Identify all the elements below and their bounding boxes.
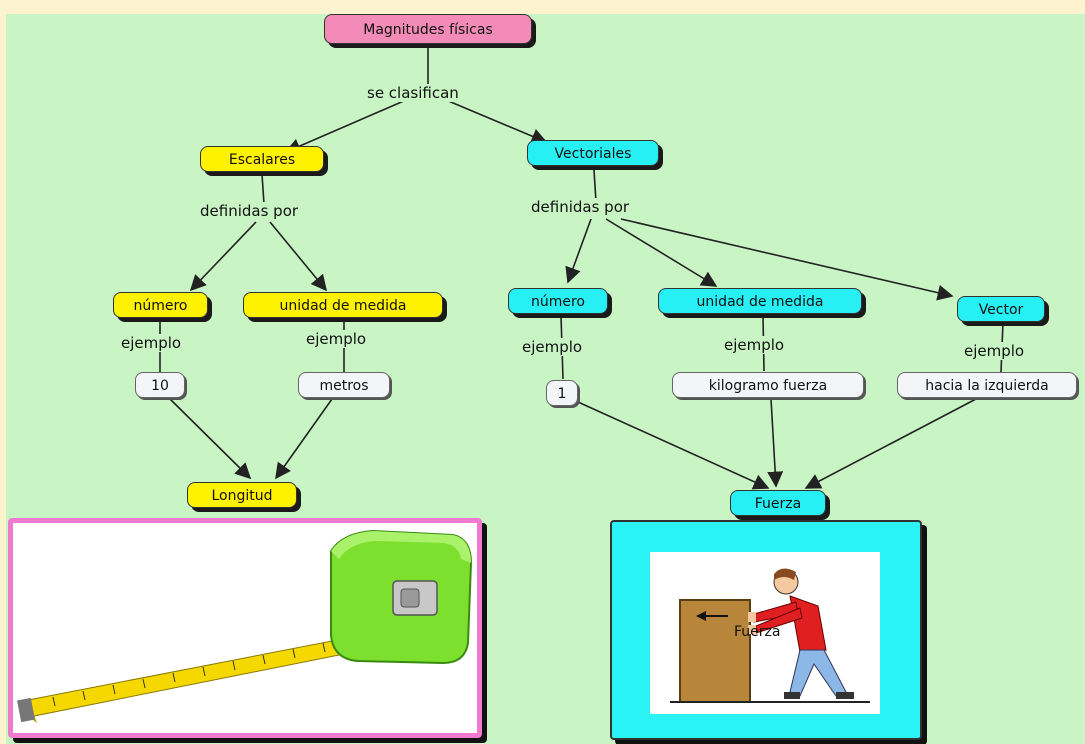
link-label-definidas-vectoriales: definidas por xyxy=(529,198,632,216)
link-label-se-clasifican: se clasifican xyxy=(365,84,461,102)
push-force-label: Fuerza xyxy=(734,624,781,640)
push-box-illustration: Fuerza xyxy=(650,552,880,714)
link-label-ejemplo: ejemplo xyxy=(962,342,1027,360)
node-numero-vectorial[interactable]: número xyxy=(508,288,608,314)
tape-measure-icon xyxy=(17,529,473,723)
node-fuerza[interactable]: Fuerza xyxy=(730,490,826,516)
node-vector[interactable]: Vector xyxy=(957,296,1045,322)
node-ejemplo-metros[interactable]: metros xyxy=(298,372,390,398)
node-unidad-medida-vectorial[interactable]: unidad de medida xyxy=(658,288,862,314)
link-label-ejemplo: ejemplo xyxy=(119,334,184,352)
tape-measure-image xyxy=(8,518,482,738)
node-magnitudes-fisicas[interactable]: Magnitudes físicas xyxy=(324,14,532,44)
link-label-ejemplo: ejemplo xyxy=(520,338,585,356)
node-unidad-medida-escalar[interactable]: unidad de medida xyxy=(243,292,443,318)
node-ejemplo-hacia-la-izquierda[interactable]: hacia la izquierda xyxy=(897,372,1077,398)
node-ejemplo-1[interactable]: 1 xyxy=(546,380,578,406)
link-label-ejemplo: ejemplo xyxy=(304,330,369,348)
link-label-definidas-escalares: definidas por xyxy=(198,202,301,220)
concept-map: se clasifican definidas por definidas po… xyxy=(6,14,1085,744)
node-ejemplo-kilogramo-fuerza[interactable]: kilogramo fuerza xyxy=(672,372,864,398)
link-label-ejemplo: ejemplo xyxy=(722,336,787,354)
person-pushing-box-icon xyxy=(670,568,870,703)
node-vectoriales[interactable]: Vectoriales xyxy=(527,140,659,166)
node-longitud[interactable]: Longitud xyxy=(187,482,297,508)
fuerza-image: Fuerza xyxy=(610,520,922,740)
node-ejemplo-10[interactable]: 10 xyxy=(135,372,185,398)
node-numero-escalar[interactable]: número xyxy=(113,292,208,318)
connector-lines xyxy=(159,44,1004,490)
node-escalares[interactable]: Escalares xyxy=(200,146,324,172)
